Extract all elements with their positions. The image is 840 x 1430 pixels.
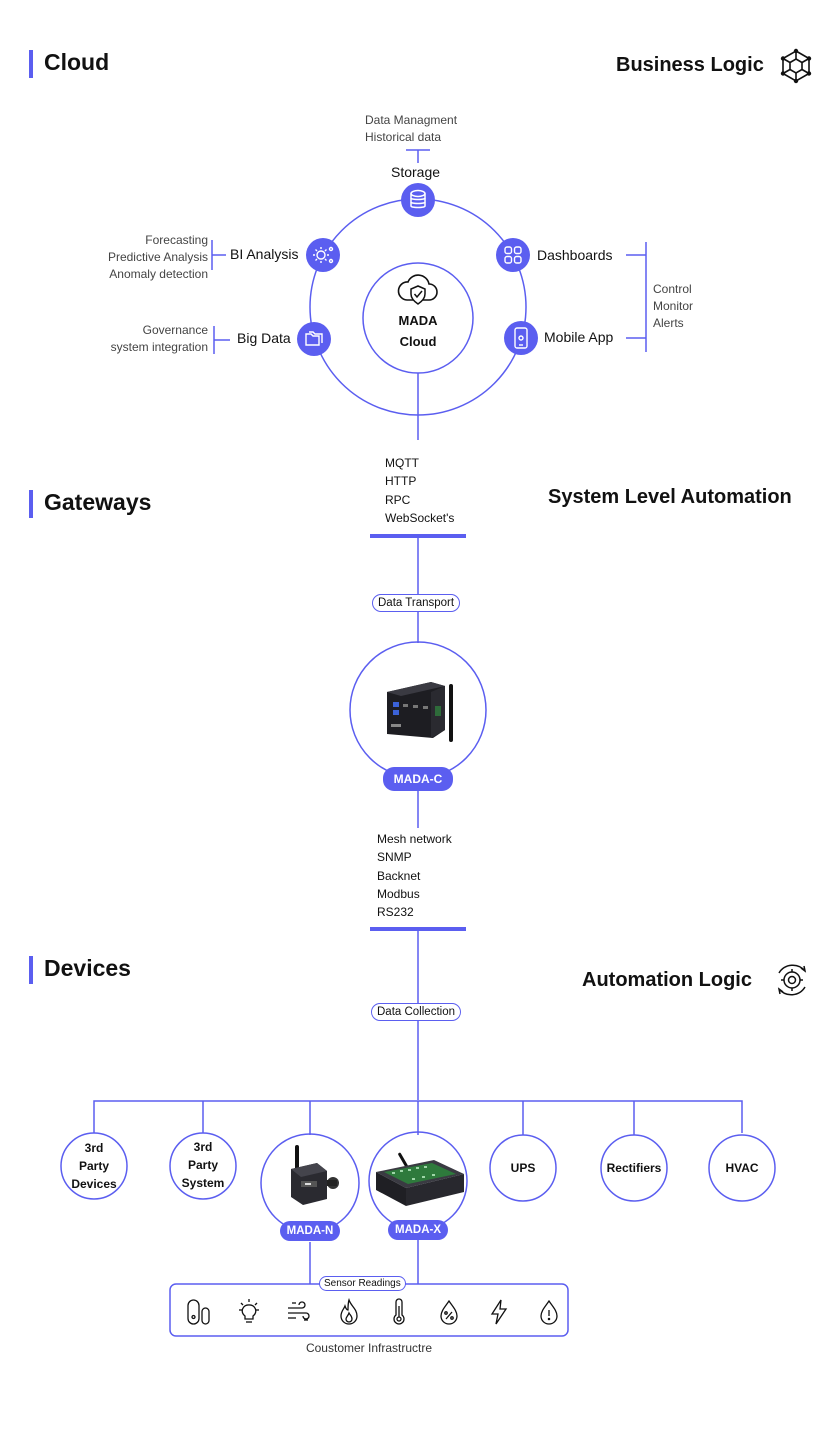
customer-infrastructure-label: Coustomer Infrastructre — [305, 1341, 433, 1355]
ups-node: UPS — [510, 1161, 536, 1175]
protocol-item: Modbus — [377, 886, 420, 901]
door-sensor-icon — [187, 1299, 210, 1325]
control-monitor-alerts-notes: Control Monitor Alerts — [653, 281, 693, 332]
cloud-section-title: Cloud — [44, 49, 110, 75]
mada-n-device-image — [291, 1145, 339, 1205]
power-icon — [490, 1299, 508, 1325]
bi-analysis-label: BI Analysis — [230, 246, 299, 262]
mobile-app-label: Mobile App — [544, 329, 614, 345]
rectifiers-node: Rectifiers — [606, 1161, 662, 1175]
folders-icon — [305, 331, 323, 346]
data-transport-tag: Data Transport — [372, 594, 461, 612]
big-data-note: system integration — [110, 340, 208, 354]
protocol-item: SNMP — [377, 850, 412, 865]
mada-cloud-line2: Cloud — [399, 334, 437, 349]
gateways-section-title: Gateways — [44, 489, 152, 515]
storage-note: Data Managment — [365, 113, 458, 127]
dashboard-grid-icon — [504, 246, 522, 264]
system-level-automation-title: System Level Automation — [548, 486, 792, 508]
airflow-icon — [288, 1301, 310, 1321]
monitor-note: Monitor — [653, 299, 694, 313]
big-data-note: Governance — [142, 323, 208, 337]
bi-analysis-note: Anomaly detection — [109, 267, 208, 281]
control-note: Control — [653, 282, 692, 296]
cloud-protocols-list: MQTT HTTP RPC WebSocket's — [385, 454, 454, 527]
sensor-readings-tag: Sensor Readings — [319, 1276, 406, 1291]
mada-x-device-image — [376, 1152, 464, 1206]
bi-analysis-notes: Forecasting Predictive Analysis Anomaly … — [80, 232, 208, 283]
third-party-devices-line: 3rd — [84, 1141, 104, 1155]
light-icon — [239, 1299, 259, 1323]
fire-icon — [340, 1298, 358, 1325]
third-party-devices-node: 3rd Party Devices — [61, 1139, 127, 1193]
mada-n-badge: MADA-N — [280, 1221, 340, 1241]
third-party-system-line: 3rd — [193, 1140, 213, 1154]
big-data-label: Big Data — [237, 330, 291, 346]
big-data-notes: Governance system integration — [80, 322, 208, 356]
storage-notes: Data Managment Historical data — [365, 112, 457, 146]
third-party-system-node: 3rd Party System — [170, 1138, 236, 1192]
temperature-icon — [393, 1298, 405, 1325]
cloud-section-marker — [29, 50, 33, 78]
protocol-item: Backnet — [377, 868, 421, 883]
business-logic-title: Business Logic — [616, 54, 764, 76]
protocol-item: RPC — [385, 492, 411, 507]
alerts-note: Alerts — [653, 316, 684, 330]
storage-note: Historical data — [365, 130, 442, 144]
automation-logic-title: Automation Logic — [582, 969, 752, 991]
mada-c-badge: MADA-C — [383, 767, 453, 791]
humidity-icon — [440, 1299, 458, 1325]
hvac-node: HVAC — [725, 1161, 759, 1175]
third-party-devices-line: Party — [78, 1159, 110, 1173]
gateways-section-marker — [29, 490, 33, 518]
protocol-item: RS232 — [377, 905, 414, 920]
protocol-item: MQTT — [385, 456, 419, 470]
devices-section-title: Devices — [44, 955, 131, 981]
third-party-system-line: System — [181, 1176, 225, 1190]
analysis-gear-icon — [313, 246, 334, 264]
mada-cloud-label: MADA Cloud — [378, 310, 458, 352]
mada-x-badge: MADA-X — [388, 1220, 448, 1240]
protocol-item: WebSocket's — [385, 510, 455, 525]
data-collection-tag: Data Collection — [371, 1003, 461, 1021]
database-icon — [410, 189, 426, 209]
bi-analysis-note: Forecasting — [145, 233, 208, 247]
business-logic-icon — [780, 48, 812, 84]
mada-c-gateway-image — [387, 682, 453, 742]
protocol-item: HTTP — [385, 474, 417, 489]
automation-logic-icon — [777, 964, 807, 996]
device-protocols-list: Mesh network SNMP Backnet Modbus RS232 — [377, 830, 452, 921]
third-party-devices-line: Devices — [71, 1177, 117, 1191]
mobile-phone-icon — [514, 327, 528, 349]
third-party-system-line: Party — [187, 1158, 219, 1172]
storage-label: Storage — [391, 164, 441, 180]
water-leak-icon — [540, 1299, 558, 1325]
bi-analysis-note: Predictive Analysis — [107, 250, 208, 264]
cloud-shield-icon — [397, 274, 438, 305]
mada-cloud-line1: MADA — [398, 313, 438, 328]
devices-section-marker — [29, 956, 33, 984]
dashboards-label: Dashboards — [537, 247, 613, 263]
protocol-item: Mesh network — [377, 832, 452, 846]
